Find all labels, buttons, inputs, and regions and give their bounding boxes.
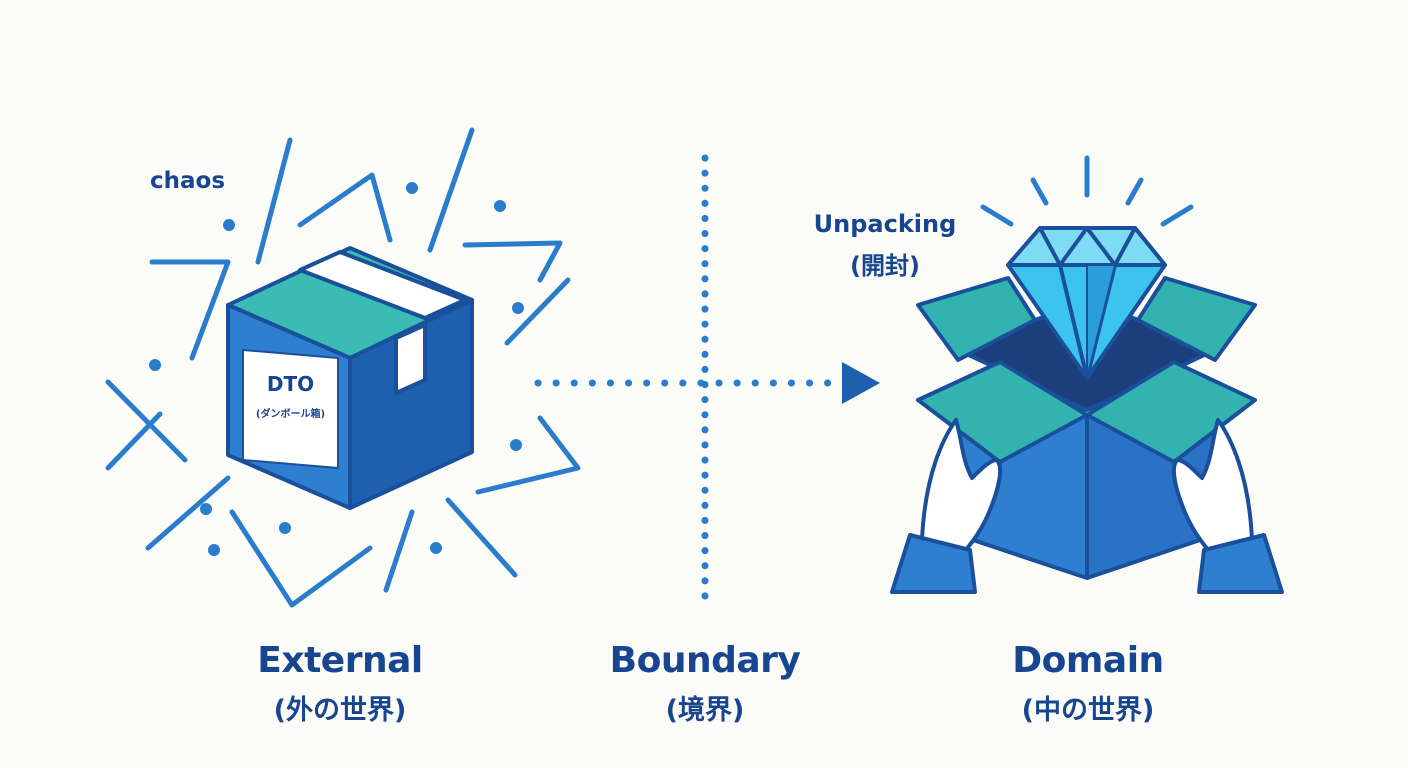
external-title: External xyxy=(257,640,423,681)
diamond-icon xyxy=(1006,226,1167,380)
sparkle-lines xyxy=(980,155,1194,227)
boundary-title: Boundary xyxy=(609,640,801,681)
unpacking-label: Unpacking xyxy=(813,210,957,238)
open-box-icon xyxy=(916,276,1257,580)
chaos-dots xyxy=(149,182,524,556)
domain-subtitle: (中の世界) xyxy=(1021,695,1155,726)
chaos-label: chaos xyxy=(149,168,226,194)
domain-title: Domain xyxy=(1012,640,1164,681)
external-subtitle: (外の世界) xyxy=(273,695,407,726)
dto-label: DTO xyxy=(266,372,315,396)
boundary-subtitle: (境界) xyxy=(665,695,745,726)
arrow-right-icon xyxy=(842,362,880,404)
unpacking-sub-label: (開封) xyxy=(850,252,920,280)
hands-icon xyxy=(890,418,1284,594)
dto-sub-label: (ダンボール箱) xyxy=(255,409,326,420)
cardboard-box-icon xyxy=(226,246,474,510)
chaos-scribbles xyxy=(105,127,581,608)
